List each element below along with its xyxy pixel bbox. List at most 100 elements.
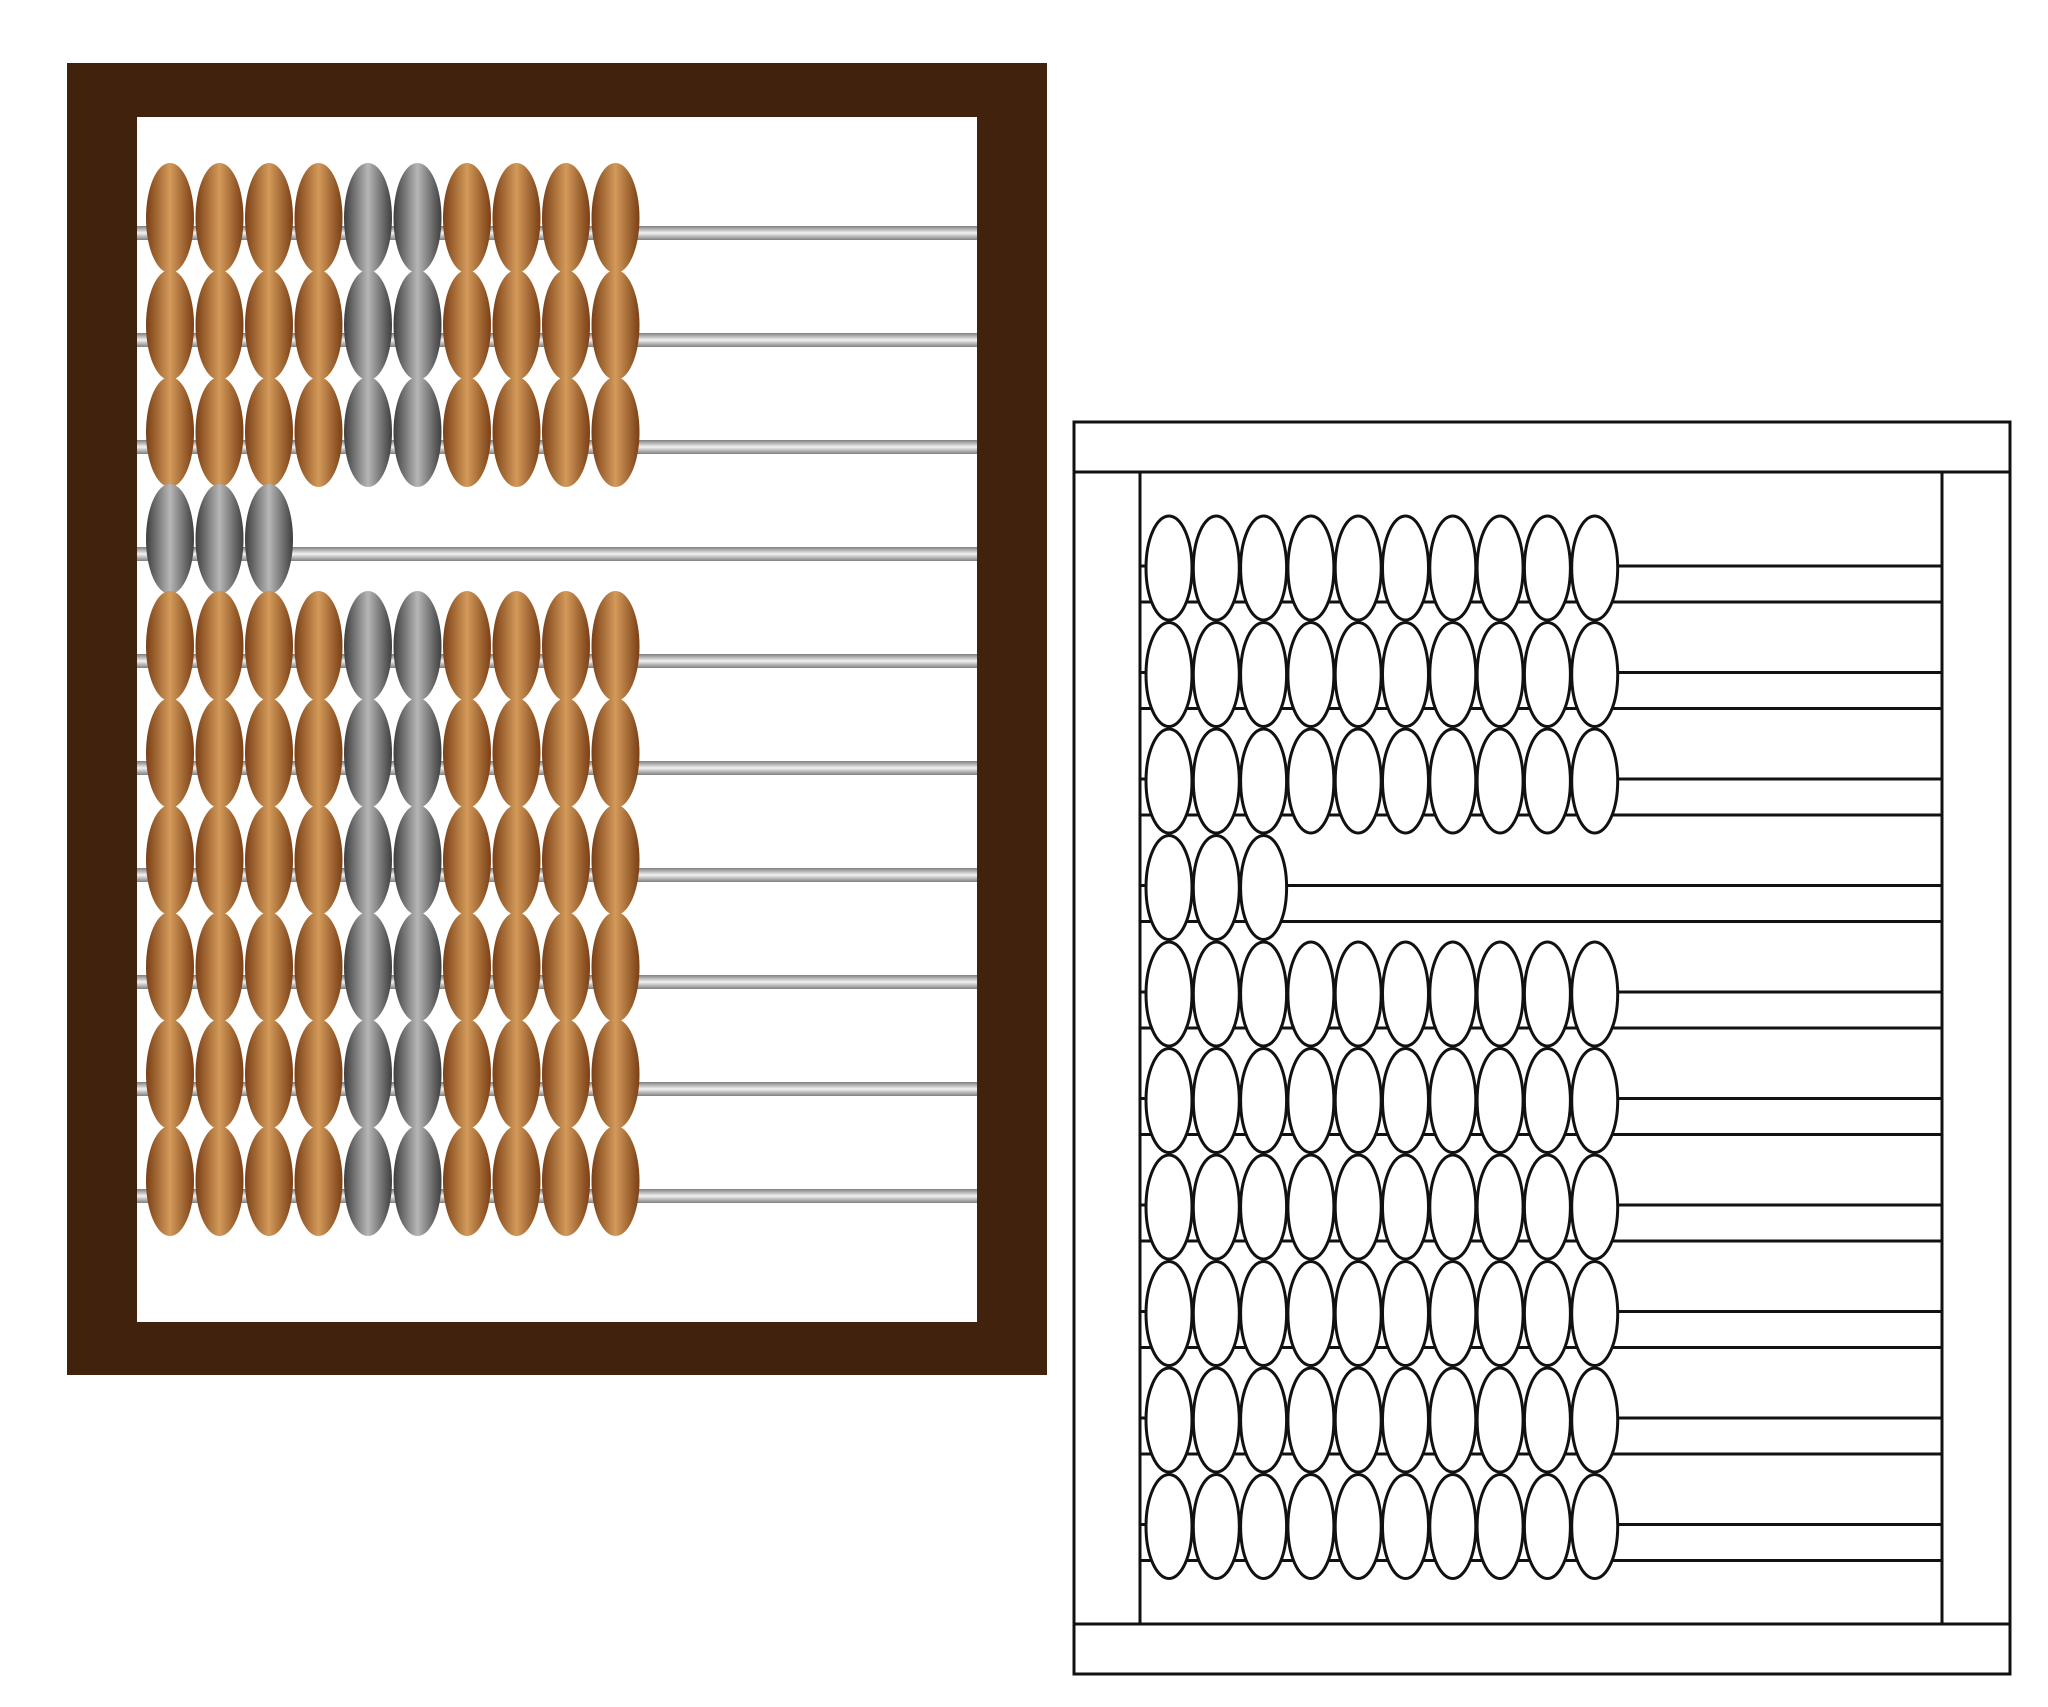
outline-bead (1144, 834, 1194, 941)
gray-bead (393, 591, 442, 701)
outline-bead (1381, 1153, 1430, 1261)
outline-bead (1475, 1047, 1525, 1154)
gray-bead (344, 698, 392, 808)
outline-bead (1286, 621, 1336, 728)
outline-bead (1286, 1260, 1336, 1367)
brown-bead (492, 377, 541, 487)
outline-bead (1144, 1473, 1194, 1580)
brown-bead (542, 377, 590, 487)
outline-bead (1239, 940, 1289, 1048)
outline-bead (1191, 1153, 1241, 1261)
outline-bead (1381, 1260, 1430, 1367)
brown-bead (591, 591, 640, 701)
outline-bead (1286, 1153, 1336, 1261)
outline-bead (1428, 1473, 1478, 1580)
outline-bead (1381, 514, 1430, 622)
brown-bead (294, 163, 343, 273)
outline-bead (1191, 834, 1241, 941)
outline-bead (1570, 1047, 1620, 1154)
brown-bead (245, 912, 293, 1022)
brown-bead (245, 377, 293, 487)
outline-bead (1522, 1047, 1572, 1154)
brown-bead (542, 698, 590, 808)
brown-bead (146, 1126, 194, 1236)
outline-bead (1522, 940, 1572, 1048)
gray-bead (245, 484, 293, 594)
colored-abacus-beads (146, 163, 640, 1236)
gray-bead (344, 591, 392, 701)
outline-bead (1144, 1153, 1194, 1261)
brown-bead (443, 698, 491, 808)
brown-bead (245, 163, 293, 273)
brown-bead (542, 163, 590, 273)
brown-bead (443, 912, 491, 1022)
brown-bead (294, 698, 343, 808)
outline-bead (1286, 940, 1336, 1048)
outline-bead (1239, 1366, 1289, 1474)
brown-bead (245, 591, 293, 701)
gray-bead (195, 484, 244, 594)
brown-bead (591, 698, 640, 808)
gray-bead (393, 805, 442, 915)
outline-bead (1333, 1366, 1383, 1474)
outline-bead (1239, 514, 1289, 622)
outline-bead (1428, 940, 1478, 1048)
gray-bead (344, 912, 392, 1022)
outline-bead (1428, 1366, 1478, 1474)
brown-bead (245, 1126, 293, 1236)
outline-bead (1333, 621, 1383, 728)
brown-bead (492, 1019, 541, 1129)
brown-bead (146, 270, 194, 380)
brown-bead (294, 805, 343, 915)
outline-bead (1144, 1047, 1194, 1154)
gray-bead (393, 377, 442, 487)
outline-bead (1144, 727, 1194, 835)
outline-bead (1333, 940, 1383, 1048)
outline-bead (1333, 1047, 1383, 1154)
gray-bead (344, 1019, 392, 1129)
outline-bead (1428, 1047, 1478, 1154)
brown-bead (443, 1019, 491, 1129)
brown-bead (294, 377, 343, 487)
outline-bead (1570, 940, 1620, 1048)
brown-bead (195, 698, 244, 808)
outline-bead (1428, 514, 1478, 622)
outline-bead (1191, 940, 1241, 1048)
outline-bead (1144, 1260, 1194, 1367)
outline-bead (1570, 1366, 1620, 1474)
brown-bead (195, 1126, 244, 1236)
outline-bead (1191, 1047, 1241, 1154)
outline-bead (1570, 621, 1620, 728)
brown-bead (542, 912, 590, 1022)
outline-bead (1144, 621, 1194, 728)
outline-bead (1522, 1260, 1572, 1367)
brown-bead (542, 805, 590, 915)
outline-bead (1522, 1473, 1572, 1580)
outline-bead (1570, 727, 1620, 835)
brown-bead (195, 912, 244, 1022)
outline-bead (1239, 621, 1289, 728)
outline-bead (1475, 1153, 1525, 1261)
gray-bead (393, 912, 442, 1022)
brown-bead (146, 1019, 194, 1129)
brown-bead (542, 1126, 590, 1236)
outline-bead (1239, 1473, 1289, 1580)
gray-bead (344, 1126, 392, 1236)
outline-bead (1475, 727, 1525, 835)
gray-bead (344, 270, 392, 380)
outline-bead (1428, 727, 1478, 835)
outline-bead (1381, 1047, 1430, 1154)
outline-bead (1286, 1473, 1336, 1580)
brown-bead (591, 270, 640, 380)
gray-bead (344, 805, 392, 915)
brown-bead (195, 591, 244, 701)
outline-bead (1333, 514, 1383, 622)
brown-bead (245, 270, 293, 380)
outline-bead (1475, 940, 1525, 1048)
outline-bead (1522, 1366, 1572, 1474)
outline-bead (1239, 1260, 1289, 1367)
gray-bead (344, 163, 392, 273)
brown-bead (294, 270, 343, 380)
